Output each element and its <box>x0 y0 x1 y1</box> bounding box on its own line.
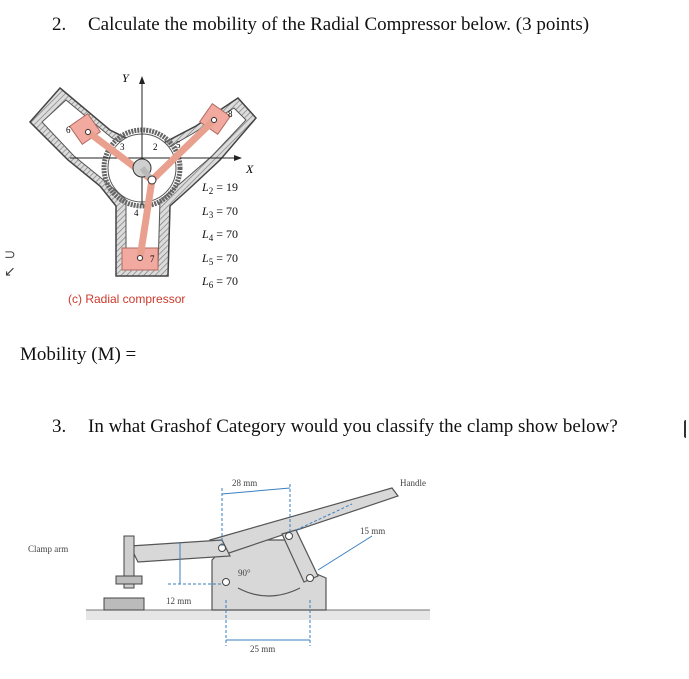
y-axis-label: Y <box>122 71 130 85</box>
spindle <box>123 535 135 589</box>
margin-mark-icon: ⊃↙ <box>4 246 16 279</box>
pin-d <box>222 578 230 586</box>
pin-6 <box>85 129 91 135</box>
dim-bottom-label: 25 mm <box>250 644 275 654</box>
length-l3: L3 = 70 <box>202 203 238 220</box>
question-3-text: In what Grashof Category would you class… <box>88 416 618 437</box>
length-l2: L2 = 19 <box>202 180 238 196</box>
radial-compressor-figure: Y X 2 3 4 5 6 7 8 <box>28 71 257 277</box>
toggle-link <box>281 529 319 583</box>
cropped-bracket <box>684 420 689 438</box>
question-3: 3. In what Grashof Category would you cla… <box>52 416 618 438</box>
rod-4 <box>136 176 156 262</box>
link-number-6: 6 <box>66 125 71 135</box>
pin-b <box>285 532 293 540</box>
pin-c <box>306 574 314 582</box>
x-axis-label: X <box>245 162 254 176</box>
question-2-text: Calculate the mobility of the Radial Com… <box>88 14 590 35</box>
dim-left-label: 12 mm <box>166 596 191 606</box>
mobility-label: Mobility (M) = <box>20 344 137 365</box>
pin-8 <box>211 117 217 123</box>
link-number-7: 7 <box>150 254 155 264</box>
y-axis-arrow <box>139 76 145 84</box>
dim-diag-label: 15 mm <box>360 526 385 536</box>
link-number-3: 3 <box>120 142 125 152</box>
base-cutout <box>237 587 301 597</box>
link-number-8: 8 <box>228 109 233 119</box>
link-lengths: L2 = 19 L3 = 70 L4 = 70 L5 = 70 L6 = 70 <box>202 178 238 296</box>
length-l4: L4 = 70 <box>202 227 238 243</box>
link-number-4: 4 <box>134 208 139 218</box>
crank-pin <box>147 175 157 185</box>
x-axis-arrow <box>234 155 242 161</box>
figure-caption: (c) Radial compressor <box>68 292 186 306</box>
length-l5: L5 = 70 <box>202 250 238 267</box>
question-3-number: 3. <box>52 416 67 437</box>
workpiece <box>103 597 145 611</box>
clamp-arm-label: Clamp arm <box>28 544 68 554</box>
toggle-clamp-figure: Handle Clamp arm 28 mm 15 mm 90° 12 mm 2… <box>28 478 430 654</box>
spindle-nut <box>115 575 143 585</box>
angle-label: 90° <box>238 568 251 578</box>
pin-7 <box>137 255 143 261</box>
dimension-lines <box>168 484 373 646</box>
ground <box>86 610 430 620</box>
dim-top-label: 28 mm <box>232 478 257 488</box>
link-number-5: 5 <box>176 140 181 150</box>
link-number-2: 2 <box>153 142 158 152</box>
question-2: 2. Calculate the mobility of the Radial C… <box>52 14 589 36</box>
rod-5 <box>148 116 218 184</box>
handle-label: Handle <box>400 478 426 488</box>
question-2-number: 2. <box>52 14 67 35</box>
length-l6: L6 = 70 <box>202 274 238 290</box>
